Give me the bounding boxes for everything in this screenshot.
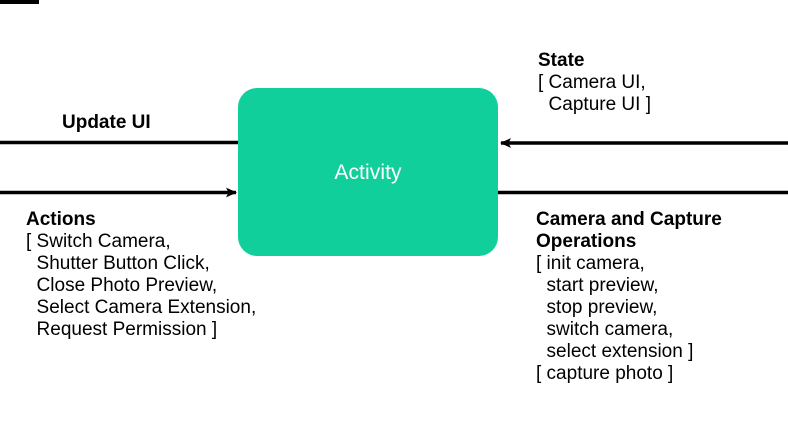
camera-operations-heading: Camera and Capture Operations <box>536 209 728 252</box>
actions-item: Shutter Button Click, <box>26 253 210 274</box>
state-heading: State <box>538 50 585 71</box>
camera-operations-item: [ capture photo ] <box>536 363 674 384</box>
actions-item: [ Switch Camera, <box>26 231 171 252</box>
camera-operations-item: switch camera, <box>536 319 674 340</box>
actions-item: Select Camera Extension, <box>26 297 257 318</box>
camera-operations-item: [ init camera, <box>536 253 645 274</box>
top-left-rule <box>0 0 39 4</box>
actions-heading: Actions <box>26 209 96 230</box>
edge-label-actions: Actions [ Switch Camera, Shutter Button … <box>26 209 326 341</box>
edge-label-camera-operations: Camera and Capture Operations [ init cam… <box>536 209 786 385</box>
edge-label-state: State [ Camera UI, Capture UI ] <box>538 50 778 116</box>
actions-item: Request Permission ] <box>26 319 218 340</box>
edge-label-update-ui: Update UI <box>62 112 151 133</box>
state-item: [ Camera UI, <box>538 72 646 93</box>
camera-operations-item: stop preview, <box>536 297 658 318</box>
activity-node[interactable]: Activity <box>238 88 498 256</box>
actions-item: Close Photo Preview, <box>26 275 218 296</box>
state-item: Capture UI ] <box>538 94 651 115</box>
camera-operations-item: start preview, <box>536 275 659 296</box>
activity-node-label: Activity <box>334 160 402 184</box>
camera-operations-item: select extension ] <box>536 341 694 362</box>
